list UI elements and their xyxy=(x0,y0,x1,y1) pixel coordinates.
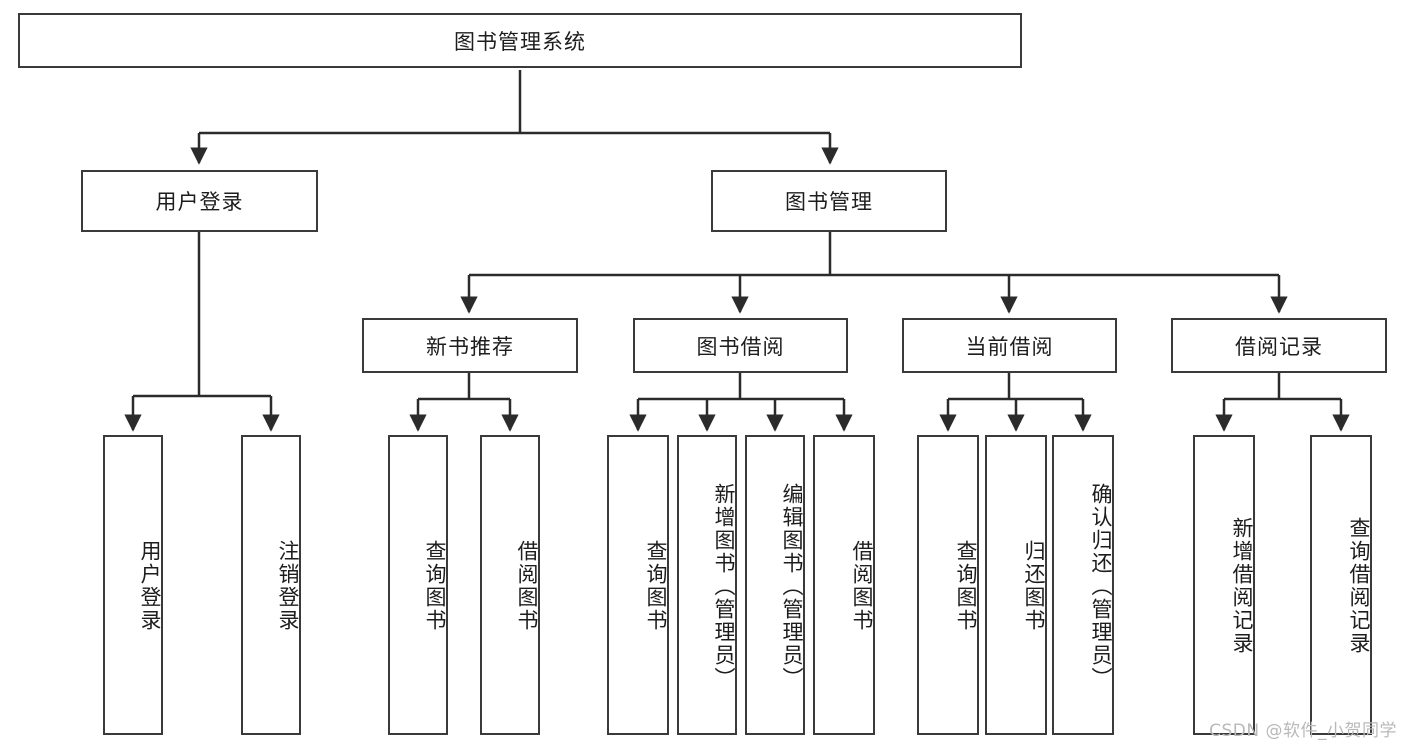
leaf-user-login[interactable]: 用户登录 xyxy=(103,435,163,735)
leaf-query-book-2[interactable]: 查询图书 xyxy=(607,435,669,735)
leaf-confirm-return-label: 确认归还（管理员） xyxy=(1089,482,1113,690)
leaf-query-book-1[interactable]: 查询图书 xyxy=(388,435,448,735)
leaf-add-book-label: 新增图书（管理员） xyxy=(712,482,736,690)
node-user-login[interactable]: 用户登录 xyxy=(81,170,318,232)
leaf-edit-book-label: 编辑图书（管理员） xyxy=(780,482,804,690)
leaf-query-record-label: 查询借阅记录 xyxy=(1347,517,1371,655)
node-user-login-label: 用户登录 xyxy=(155,190,244,214)
node-current-borrow[interactable]: 当前借阅 xyxy=(902,318,1117,373)
leaf-add-record[interactable]: 新增借阅记录 xyxy=(1193,435,1255,735)
leaf-borrow-book-2[interactable]: 借阅图书 xyxy=(813,435,875,735)
node-book-borrow-label: 图书借阅 xyxy=(696,334,785,359)
node-borrow-record-label: 借阅记录 xyxy=(1235,334,1323,359)
watermark: CSDN @软件_小贺同学 xyxy=(1209,721,1397,741)
leaf-edit-book[interactable]: 编辑图书（管理员） xyxy=(745,435,805,735)
node-book-borrow[interactable]: 图书借阅 xyxy=(633,318,848,373)
node-book-manage[interactable]: 图书管理 xyxy=(711,170,947,232)
leaf-borrow-book-1[interactable]: 借阅图书 xyxy=(480,435,540,735)
node-new-book-recommend-label: 新书推荐 xyxy=(426,334,514,359)
leaf-confirm-return[interactable]: 确认归还（管理员） xyxy=(1052,435,1114,735)
leaf-logout-login[interactable]: 注销登录 xyxy=(241,435,301,735)
node-root[interactable]: 图书管理系统 xyxy=(18,13,1022,68)
node-new-book-recommend[interactable]: 新书推荐 xyxy=(362,318,578,373)
leaf-add-record-label: 新增借阅记录 xyxy=(1230,517,1254,655)
leaf-borrow-book-1-label: 借阅图书 xyxy=(515,540,539,632)
leaf-borrow-book-2-label: 借阅图书 xyxy=(850,540,874,632)
node-current-borrow-label: 当前借阅 xyxy=(965,334,1054,359)
leaf-query-book-1-label: 查询图书 xyxy=(423,540,447,632)
node-borrow-record[interactable]: 借阅记录 xyxy=(1171,318,1387,373)
node-root-label: 图书管理系统 xyxy=(454,29,586,54)
node-book-manage-label: 图书管理 xyxy=(785,190,873,214)
leaf-return-book[interactable]: 归还图书 xyxy=(985,435,1047,735)
leaf-return-book-label: 归还图书 xyxy=(1022,540,1046,632)
leaf-query-record[interactable]: 查询借阅记录 xyxy=(1310,435,1372,735)
leaf-logout-login-label: 注销登录 xyxy=(276,540,300,632)
leaf-query-book-3[interactable]: 查询图书 xyxy=(917,435,979,735)
leaf-query-book-3-label: 查询图书 xyxy=(954,540,978,632)
leaf-add-book[interactable]: 新增图书（管理员） xyxy=(677,435,737,735)
leaf-query-book-2-label: 查询图书 xyxy=(644,540,668,632)
leaf-user-login-label: 用户登录 xyxy=(138,540,162,632)
